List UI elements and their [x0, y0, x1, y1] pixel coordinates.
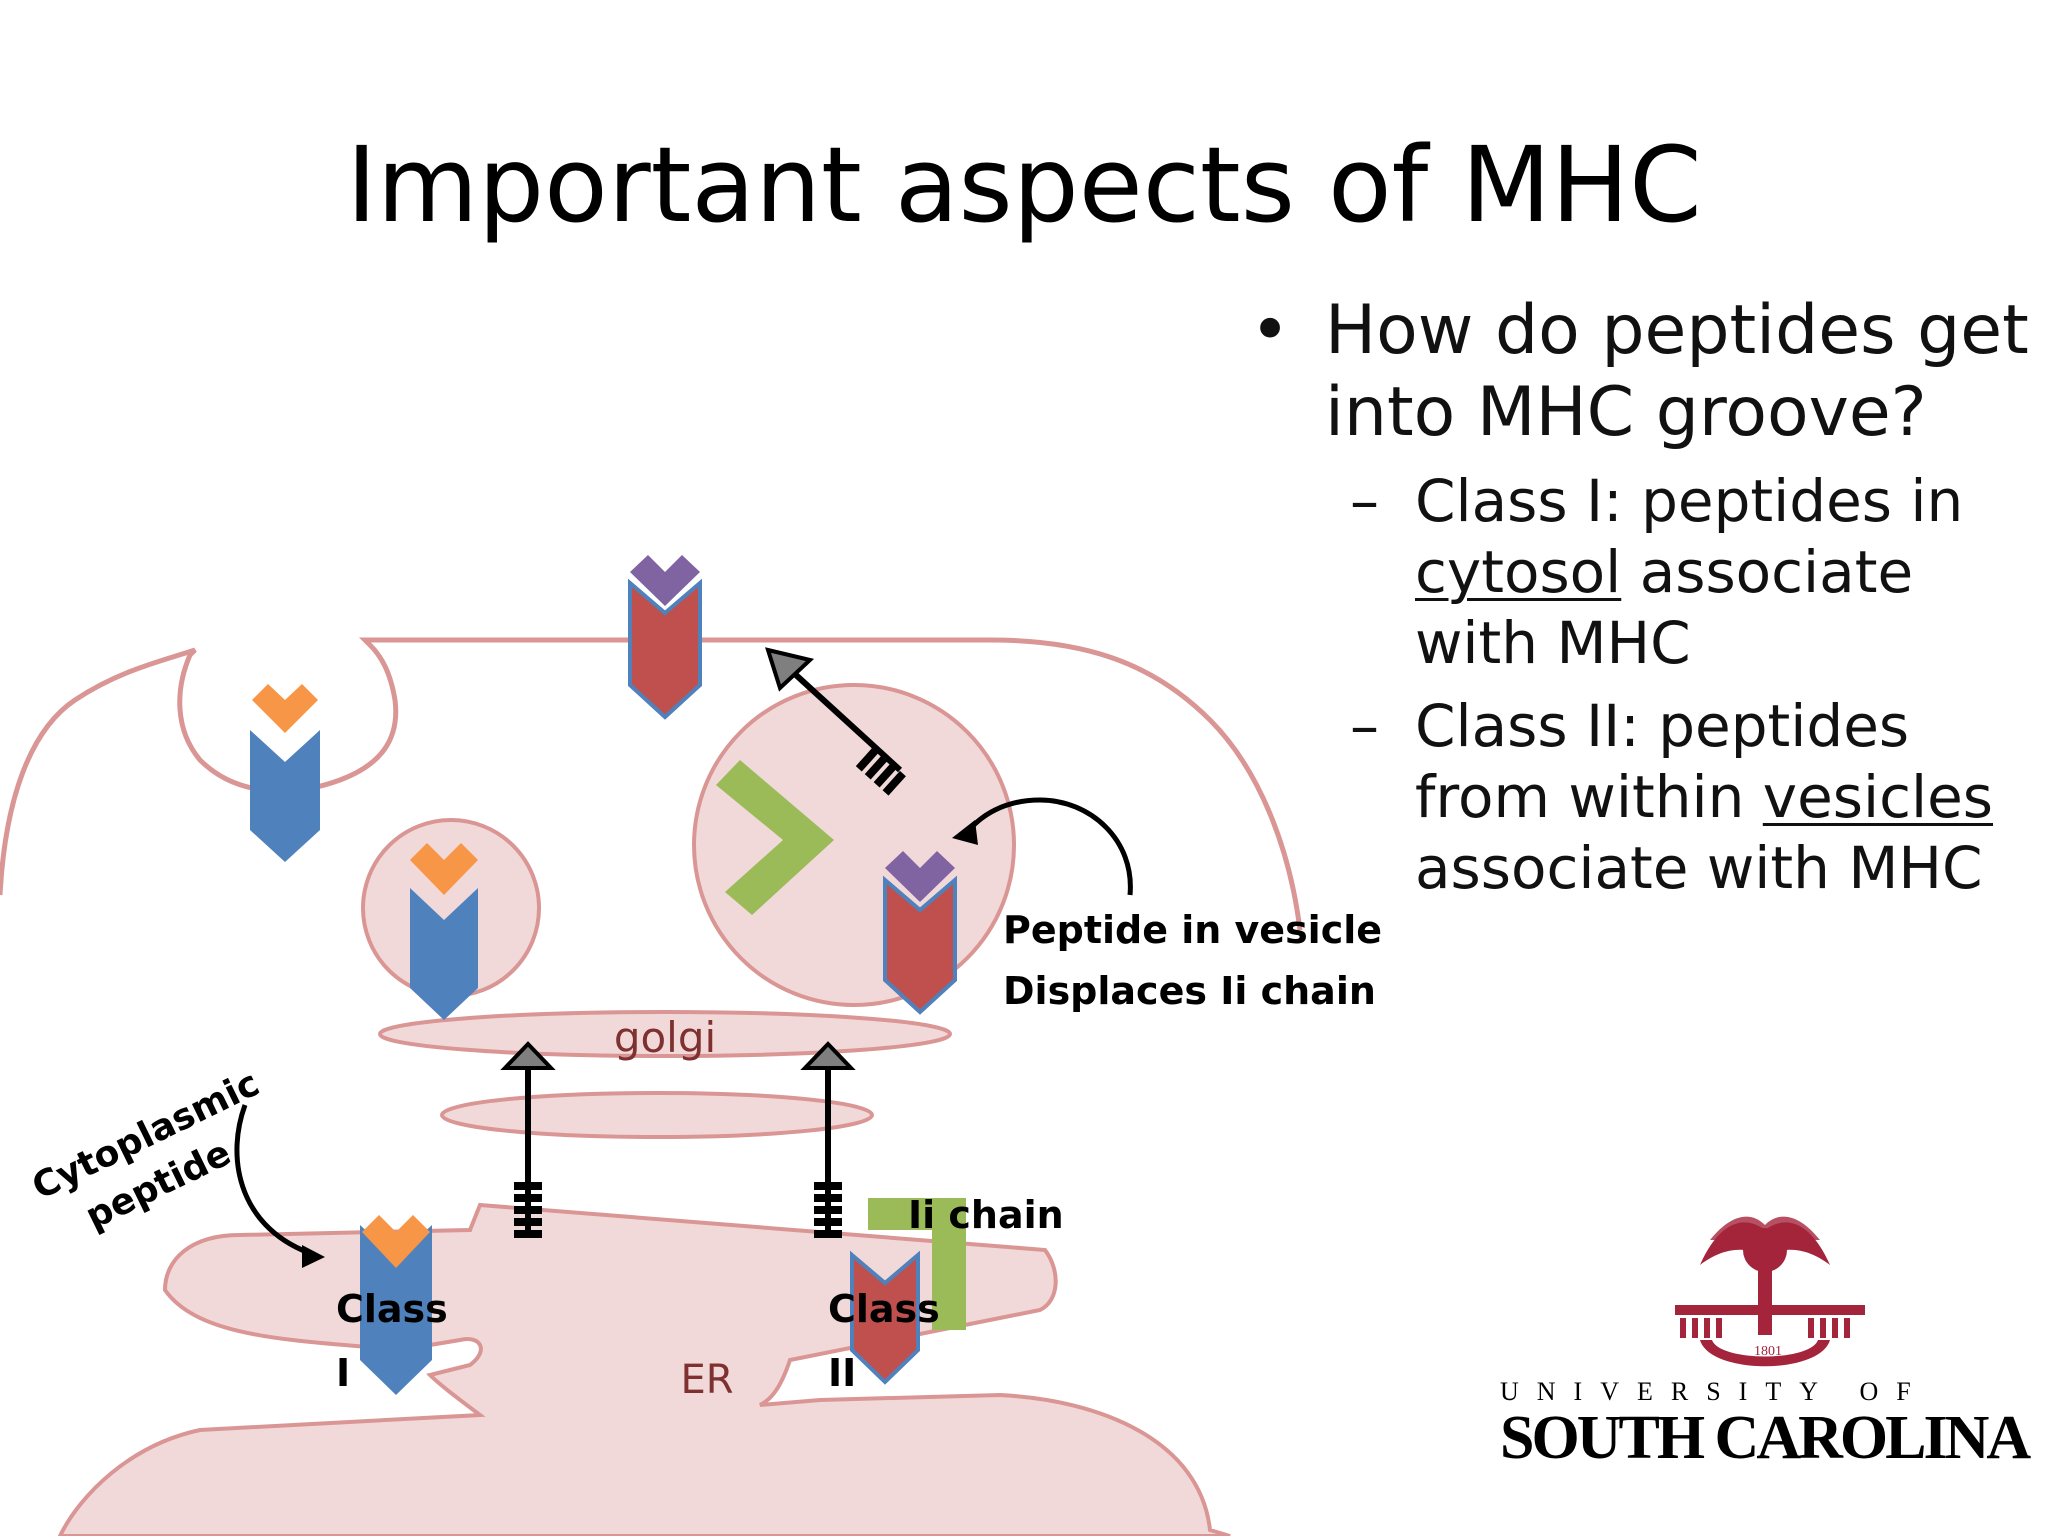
class1-label: Class [336, 1287, 448, 1331]
class2-label-numeral: II [828, 1351, 856, 1395]
class1-prefix: Class I: peptides in [1415, 467, 1964, 535]
vesicle-label-line2: Displaces Ii chain [1003, 969, 1376, 1013]
bullet-class2: – Class II: peptides from within vesicle… [1250, 691, 2040, 904]
logo-line2: SOUTH CAROLINA [1500, 1404, 2031, 1472]
er-organelle [57, 1202, 1231, 1536]
curved-arrow-cytoplasmic [234, 1104, 316, 1258]
cell-membrane [0, 637, 1303, 931]
mhc-class2-vesicle [883, 875, 957, 1015]
class1-suffix: associate with MHC [1415, 538, 1914, 677]
university-logo: 1801 UNIVERSITY OF SOUTH CAROLINA [1500, 1216, 2034, 1472]
up-arrow-icon [800, 1041, 856, 1070]
mhc-class1-er [360, 1225, 432, 1395]
arrow-tail-icon [814, 1182, 842, 1238]
arrowhead-icon [952, 820, 978, 845]
cytoplasmic-label-line2: peptide [79, 1133, 237, 1238]
large-vesicle [692, 683, 1016, 1007]
orange-peptide-icon [362, 1215, 430, 1268]
ii-chain-vesicle [716, 760, 834, 915]
logo-line1: UNIVERSITY OF [1500, 1377, 1929, 1406]
mhc-class1-vesicle [410, 888, 478, 1020]
orange-peptide-icon [410, 843, 478, 895]
cytoplasmic-label-line1: Cytoplasmic [26, 1063, 266, 1208]
mhc-class2-surface [628, 578, 702, 720]
arrow-tail-icon [855, 746, 906, 796]
palmetto-tree-icon [1675, 1216, 1865, 1367]
vesicle-label-line1: Peptide in vesicle [1003, 908, 1382, 952]
purple-peptide-icon [630, 555, 700, 606]
purple-peptide-icon [885, 851, 955, 902]
orange-peptide-icon [252, 684, 318, 733]
small-vesicle [361, 818, 541, 998]
class1-underlined: cytosol [1415, 538, 1622, 606]
mhc-class1-surface [250, 730, 320, 862]
class2-prefix: Class II: peptides from within [1415, 692, 1910, 831]
bullet-main: How do peptides get into MHC groove? [1250, 290, 2040, 454]
golgi-cisterna-upper [378, 1010, 952, 1058]
diagonal-arrow-icon [765, 647, 815, 692]
ii-chain-label: Ii chain [908, 1193, 1064, 1237]
up-arrow-icon [500, 1041, 556, 1070]
dash-icon: – [1350, 692, 1379, 760]
class2-underlined: vesicles [1762, 763, 1994, 831]
arrow-tail-icon [514, 1182, 542, 1238]
logo-year: 1801 [1754, 1344, 1782, 1359]
bullet-list: How do peptides get into MHC groove? – C… [1250, 290, 2040, 904]
slide-title: Important aspects of MHC [346, 124, 1702, 246]
ii-chain-er [868, 1198, 966, 1330]
er-label: ER [680, 1357, 733, 1403]
golgi-label: golgi [614, 1013, 716, 1062]
golgi-cisterna-lower [440, 1091, 874, 1139]
class2-label: Class [828, 1287, 940, 1331]
arrowhead-icon [302, 1245, 325, 1268]
bullet-class1: – Class I: peptides in cytosol associate… [1250, 466, 2040, 679]
dash-icon: – [1350, 467, 1379, 535]
curved-arrow-vesicle [963, 797, 1133, 896]
mhc-class2-er [850, 1250, 920, 1385]
class2-suffix: associate with MHC [1415, 834, 1983, 902]
class1-label-numeral: I [336, 1351, 350, 1395]
